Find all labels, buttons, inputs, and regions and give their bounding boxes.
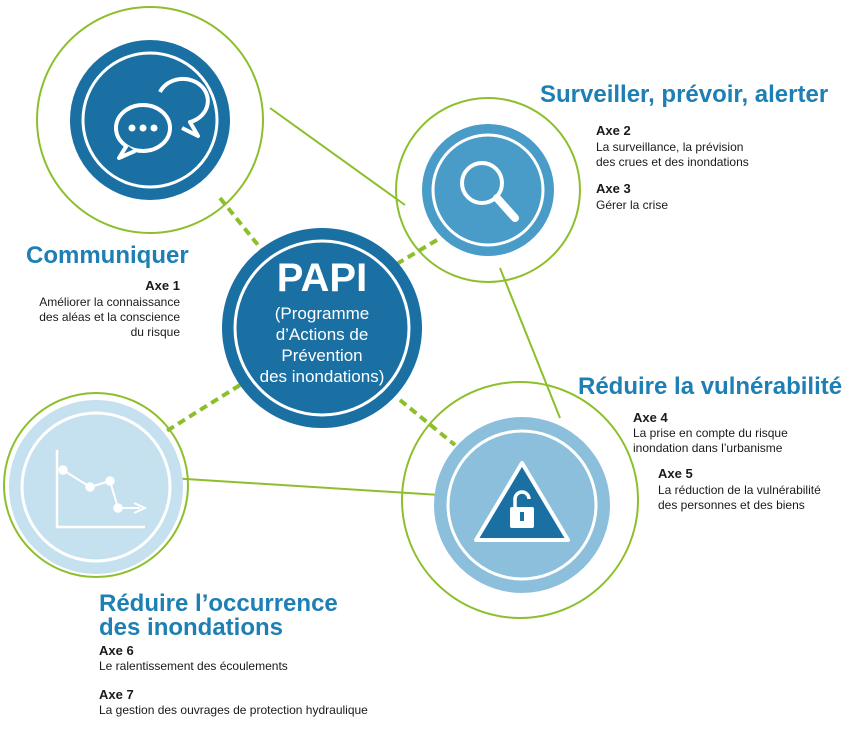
node-communiquer — [70, 40, 230, 200]
axe-1-desc: Améliorer la connaissance des aléas et l… — [39, 295, 180, 339]
communiquer-title: Communiquer — [26, 242, 189, 269]
node-occurrence — [9, 400, 183, 574]
axe-6-label: Axe 6 — [99, 643, 134, 658]
node-papi-center — [222, 228, 422, 428]
occurrence-title-line1: Réduire l’occurrence — [99, 590, 338, 617]
axe-3-desc: Gérer la crise — [596, 198, 669, 212]
occurrence-title-line2: des inondations — [99, 614, 284, 641]
axe-5-label: Axe 5 — [658, 466, 693, 481]
axe-4-label: Axe 4 — [633, 410, 668, 425]
green-ring-surveiller — [395, 97, 581, 283]
axe-7-desc: La gestion des ouvrages de protection hy… — [99, 703, 368, 717]
green-connector-outline — [169, 107, 561, 496]
papi-subtitle: (Programme d’Actions de Prévention des i… — [259, 304, 385, 386]
node-surveiller — [422, 124, 554, 256]
dash-link-vulnerabilite — [398, 398, 457, 447]
axe-4-desc: La prise en compte du risque inondation … — [633, 426, 788, 455]
axe-2-label: Axe 2 — [596, 123, 631, 138]
axe-7-label: Axe 7 — [99, 687, 134, 702]
surveiller-title: Surveiller, prévoir, alerter — [540, 81, 829, 108]
green-ring-occurrence — [3, 392, 189, 578]
axe-5-desc: La réduction de la vulnérabilité des per… — [658, 483, 821, 512]
dash-link-surveiller — [393, 238, 439, 267]
axe-1-label: Axe 1 — [145, 278, 180, 293]
dash-link-occurrence — [163, 383, 242, 434]
axe-6-desc: Le ralentissement des écoulements — [99, 659, 288, 673]
dash-link-communiquer — [218, 196, 264, 252]
node-vulnerabilite — [434, 417, 610, 593]
axe-2-desc: La surveillance, la prévision des crues … — [596, 140, 749, 169]
papi-title: PAPI — [276, 256, 368, 300]
green-ring-communiquer — [36, 6, 264, 234]
declining-chart-icon — [55, 450, 148, 529]
green-ring-vulnerabilite — [401, 381, 639, 619]
warning-lock-icon — [474, 461, 570, 542]
magnifier-icon — [460, 161, 519, 222]
axe-3-label: Axe 3 — [596, 181, 631, 196]
vulnerabilite-title: Réduire la vulnérabilité — [578, 373, 843, 400]
